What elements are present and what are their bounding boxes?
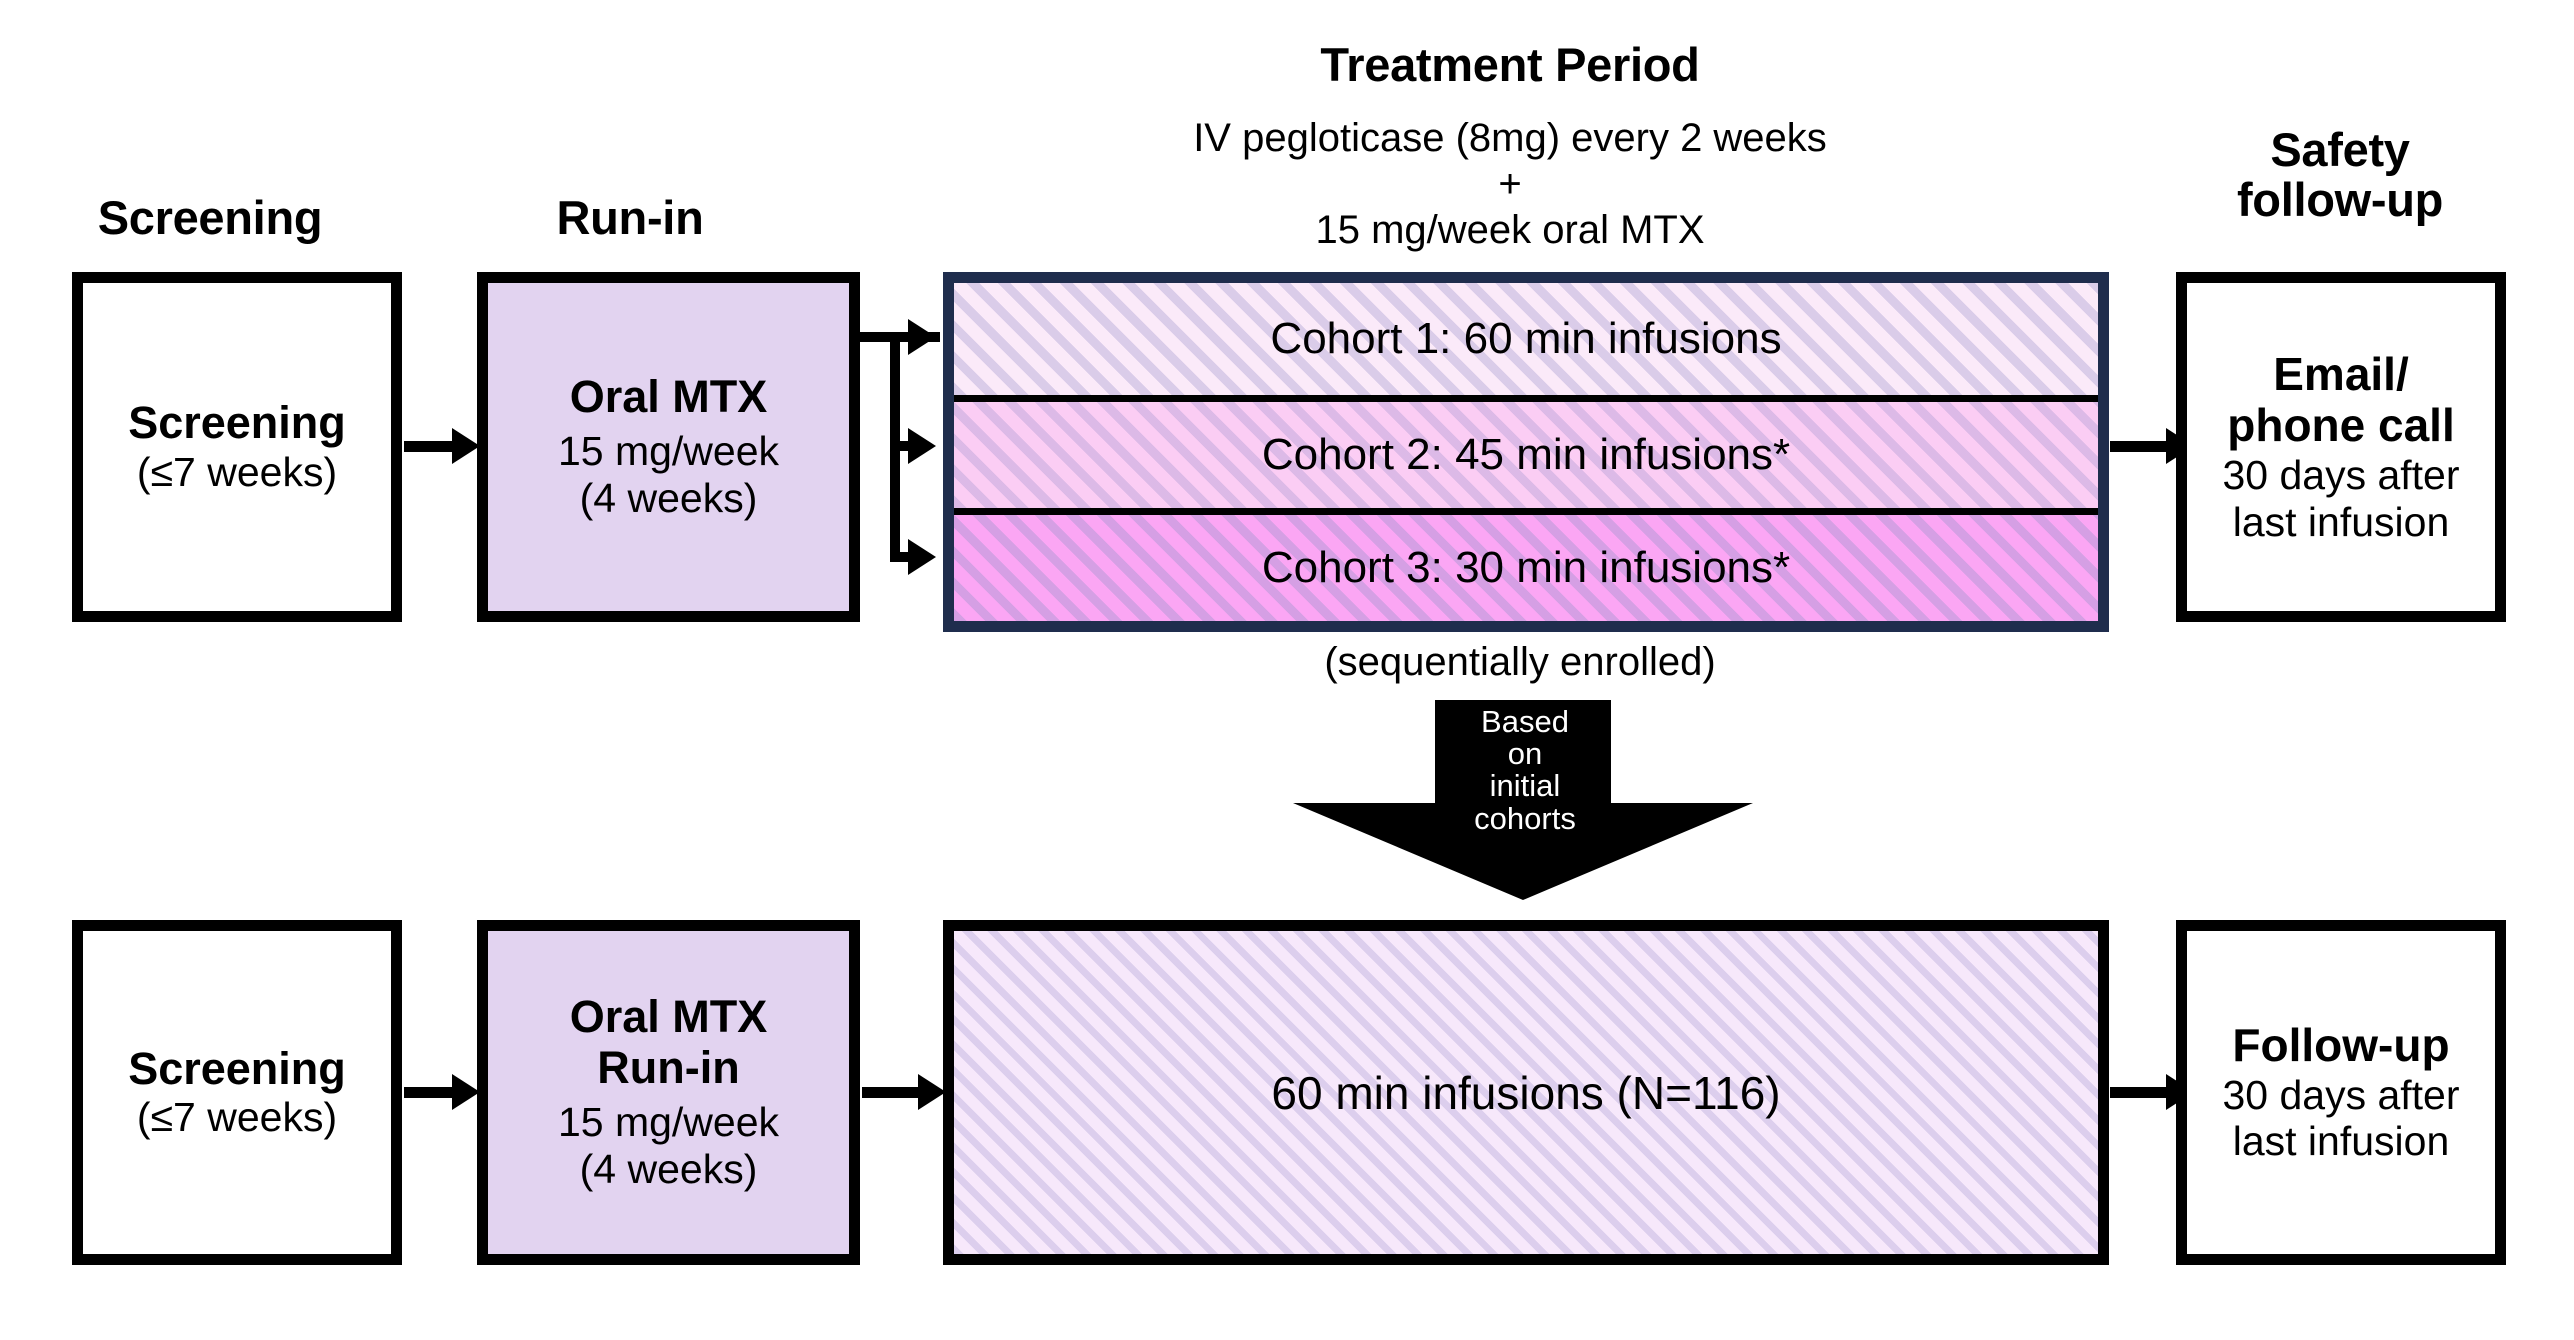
top-run-in-box[interactable]: Oral MTX 15 mg/week (4 weeks) <box>477 272 860 622</box>
arrow-head-cohort-3 <box>908 539 936 575</box>
top-screening-duration: (≤7 weeks) <box>136 448 338 495</box>
transition-arrow-label: Based on initial cohorts <box>1474 704 1576 836</box>
down-arrow-shape <box>1293 700 1753 900</box>
bottom-followup-box[interactable]: Follow-up 30 days after last infusion <box>2176 920 2506 1265</box>
header-screening: Screening <box>97 191 323 244</box>
treatment-subtitle-line-1: IV pegloticase (8mg) every 2 weeks <box>1193 116 1827 160</box>
bottom-screening-title: Screening <box>128 1042 346 1094</box>
treatment-subtitle-line-3: 15 mg/week oral MTX <box>1315 208 1705 252</box>
top-screening-box[interactable]: Screening (≤7 weeks) <box>72 272 402 622</box>
treatment-period-block: Cohort 1: 60 min infusions Cohort 2: 45 … <box>943 272 2109 632</box>
cohort-row-3[interactable]: Cohort 3: 30 min infusions* <box>954 508 2098 621</box>
bottom-screening-duration: (≤7 weeks) <box>136 1094 338 1141</box>
bottom-screening-box[interactable]: Screening (≤7 weeks) <box>72 920 402 1265</box>
arrow-head-cohort-1 <box>908 319 936 355</box>
treatment-subtitle-line-2: + <box>1498 162 1522 206</box>
bottom-run-in-box[interactable]: Oral MTX Run-in 15 mg/week (4 weeks) <box>477 920 860 1265</box>
bottom-run-in-duration: (4 weeks) <box>579 1145 758 1192</box>
cohort-row-2[interactable]: Cohort 2: 45 min infusions* <box>954 395 2098 508</box>
cohort-2-label: Cohort 2: 45 min infusions* <box>1261 430 1791 479</box>
top-safety-contact-method: Email/ phone call <box>2227 347 2455 452</box>
top-safety-timing: 30 days after last infusion <box>2222 451 2460 545</box>
bottom-followup-title: Follow-up <box>2232 1019 2450 1071</box>
header-safety-followup: Safety follow-up <box>2236 123 2444 226</box>
top-run-in-title: Oral MTX <box>569 371 768 423</box>
bottom-run-in-title: Oral MTX Run-in <box>569 991 768 1093</box>
top-run-in-duration: (4 weeks) <box>579 475 758 522</box>
bottom-followup-timing: 30 days after last infusion <box>2222 1071 2460 1165</box>
bottom-run-in-dose: 15 mg/week <box>557 1099 780 1146</box>
cohort-sequential-note: (sequentially enrolled) <box>1324 640 1716 684</box>
top-screening-title: Screening <box>128 397 346 449</box>
header-treatment-subtitle: IV pegloticase (8mg) every 2 weeks + 15 … <box>1010 115 2010 253</box>
cohort-row-1[interactable]: Cohort 1: 60 min infusions <box>954 283 2098 395</box>
top-run-in-dose: 15 mg/week <box>557 428 780 475</box>
cohort-1-label: Cohort 1: 60 min infusions <box>1270 314 1782 363</box>
transition-down-arrow <box>1293 700 1753 900</box>
header-treatment-title: Treatment Period <box>1320 38 1700 91</box>
cohort-3-label: Cohort 3: 30 min infusions* <box>1261 543 1791 592</box>
bottom-treatment-box[interactable]: 60 min infusions (N=116) <box>943 920 2109 1265</box>
top-safety-followup-box[interactable]: Email/ phone call 30 days after last inf… <box>2176 272 2506 622</box>
header-run-in: Run-in <box>556 191 704 244</box>
arrow-head-cohort-2 <box>908 428 936 464</box>
bottom-treatment-label: 60 min infusions (N=116) <box>1271 1066 1781 1119</box>
